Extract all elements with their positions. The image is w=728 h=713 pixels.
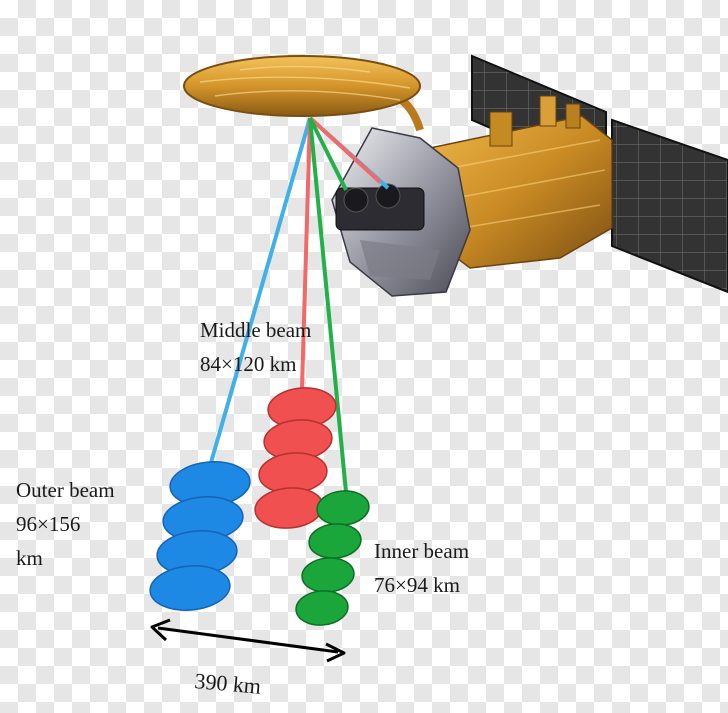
- reflector-dish: [183, 55, 421, 117]
- inner-beam-footprint: [308, 523, 362, 559]
- beam-lines: [208, 116, 390, 493]
- inner-beam-footprint: [316, 490, 370, 526]
- inner-beam-footprint: [301, 557, 355, 593]
- middle-beam-footprint: [254, 487, 324, 529]
- inner-beam-footprints: [295, 490, 370, 626]
- inner-beam-footprint: [295, 590, 349, 626]
- swath-width-label: 390 km: [194, 668, 263, 699]
- middle-beam-label: Middle beam 84×120 km: [200, 313, 311, 381]
- outer-beam-footprints: [149, 461, 251, 611]
- outer-beam-label: Outer beam 96×156 km: [16, 473, 115, 575]
- outer-beam-line: [208, 117, 312, 467]
- swath-width-arrow: [150, 618, 346, 663]
- middle-beam-line-2: [308, 116, 382, 184]
- outer-beam-size: 96×156: [16, 512, 81, 536]
- inner-beam-name: Inner beam: [374, 539, 470, 563]
- middle-beam-name: Middle beam: [200, 318, 312, 342]
- outer-beam-name: Outer beam: [16, 478, 115, 502]
- middle-beam-line: [300, 117, 312, 389]
- inner-beam-line-2: [308, 117, 348, 191]
- outer-beam-size-unit: km: [16, 546, 43, 570]
- inner-beam-line: [308, 117, 348, 493]
- satellite-body: [427, 95, 613, 269]
- outer-beam-footprint: [149, 565, 231, 611]
- inner-beam-size: 76×94 km: [374, 573, 460, 597]
- inner-beam-label: Inner beam 76×94 km: [374, 534, 469, 602]
- middle-beam-size: 84×120 km: [200, 352, 297, 376]
- solar-panel-lower: [611, 118, 728, 294]
